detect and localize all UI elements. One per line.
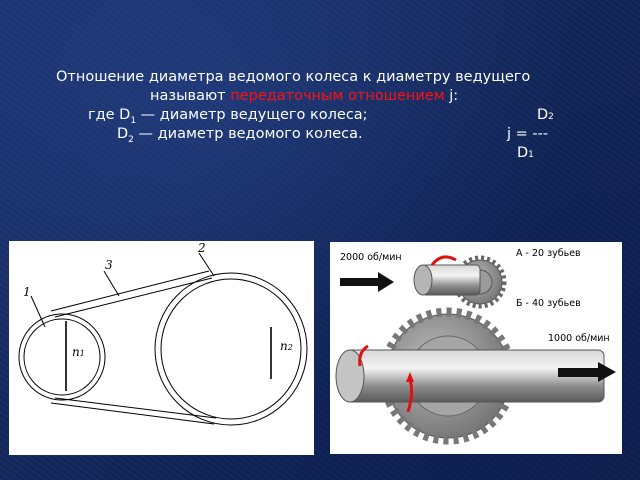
label-2: 2 [198, 241, 206, 255]
label-1: 1 [23, 285, 31, 299]
speed-input-label: 2000 об/мин [340, 252, 402, 263]
leader-1 [30, 295, 46, 328]
large-pulley-rim [154, 272, 308, 426]
formula-fraction: j = --- [507, 126, 549, 142]
gear-drive-svg [335, 255, 616, 445]
slide-line-4: D2 — диаметр ведомого колеса. [117, 126, 363, 145]
speed-output-label: 1000 об/мин [548, 333, 610, 344]
term-gear-ratio: передаточным отношением [230, 88, 445, 104]
label-3: 3 [105, 258, 113, 272]
formula-numerator: D2 [537, 107, 554, 123]
rotation-arrow-b-icon [358, 344, 369, 367]
belt-bottom-inner [54, 397, 217, 419]
small-pulley-rim [18, 313, 106, 401]
gear-a-label: А - 20 зубьев [516, 248, 581, 259]
gear-drive-image: 2000 об/мин А - 20 зубьев Б - 40 зубьев … [330, 242, 622, 454]
input-arrow-icon [340, 272, 394, 292]
small-pulley [23, 318, 101, 396]
gear-b-label: Б - 40 зубьев [516, 298, 581, 309]
belt-drive-svg [18, 252, 308, 426]
slide-line-3: где D1 — диаметр ведущего колеса; [88, 107, 368, 126]
leader-2 [198, 252, 215, 277]
leader-3 [103, 270, 120, 297]
formula-denominator: D1 [517, 145, 534, 161]
slide-line-2: называют передаточным отношением j: [150, 88, 459, 104]
rotation-arrow-a-icon [430, 255, 457, 266]
belt-top-inner [54, 277, 213, 318]
label-n1: n1 [72, 345, 85, 359]
label-n2: n2 [280, 339, 293, 353]
slide-line-1: Отношение диаметра ведомого колеса к диа… [56, 69, 531, 85]
belt-drive-diagram: 1 3 2 n1 n2 [9, 241, 314, 455]
belt-bottom-outer [50, 402, 215, 425]
output-arrow-icon [558, 362, 616, 382]
large-pulley [160, 278, 302, 420]
belt-top-outer [50, 270, 210, 312]
